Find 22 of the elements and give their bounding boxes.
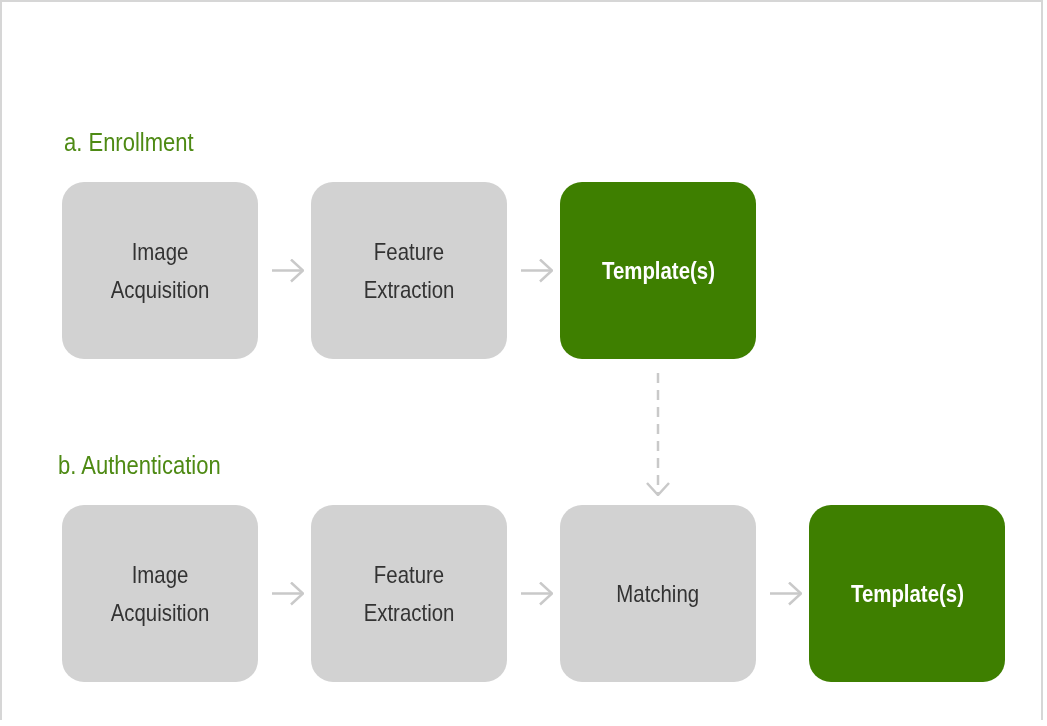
result-box [560, 182, 756, 359]
process-box [560, 505, 756, 682]
result-box [809, 505, 1005, 682]
arrow [645, 373, 671, 497]
box-label: Image Acquisition [109, 237, 211, 305]
arrow [272, 258, 305, 283]
box-label: Template(s) [601, 255, 715, 286]
section-heading: a. Enrollment [64, 128, 194, 157]
process-box [311, 505, 507, 682]
box-label: Image Acquisition [109, 560, 211, 628]
process-box [311, 182, 507, 359]
arrow [770, 581, 803, 606]
box-label: Template(s) [850, 578, 964, 609]
section-heading: b. Authentication [58, 451, 221, 480]
process-box [62, 505, 258, 682]
arrow [272, 581, 305, 606]
arrow [521, 258, 554, 283]
box-label: Feature Extraction [362, 237, 456, 305]
box-label: Feature Extraction [362, 560, 456, 628]
arrow [521, 581, 554, 606]
process-box [62, 182, 258, 359]
box-label: Matching [616, 578, 700, 609]
